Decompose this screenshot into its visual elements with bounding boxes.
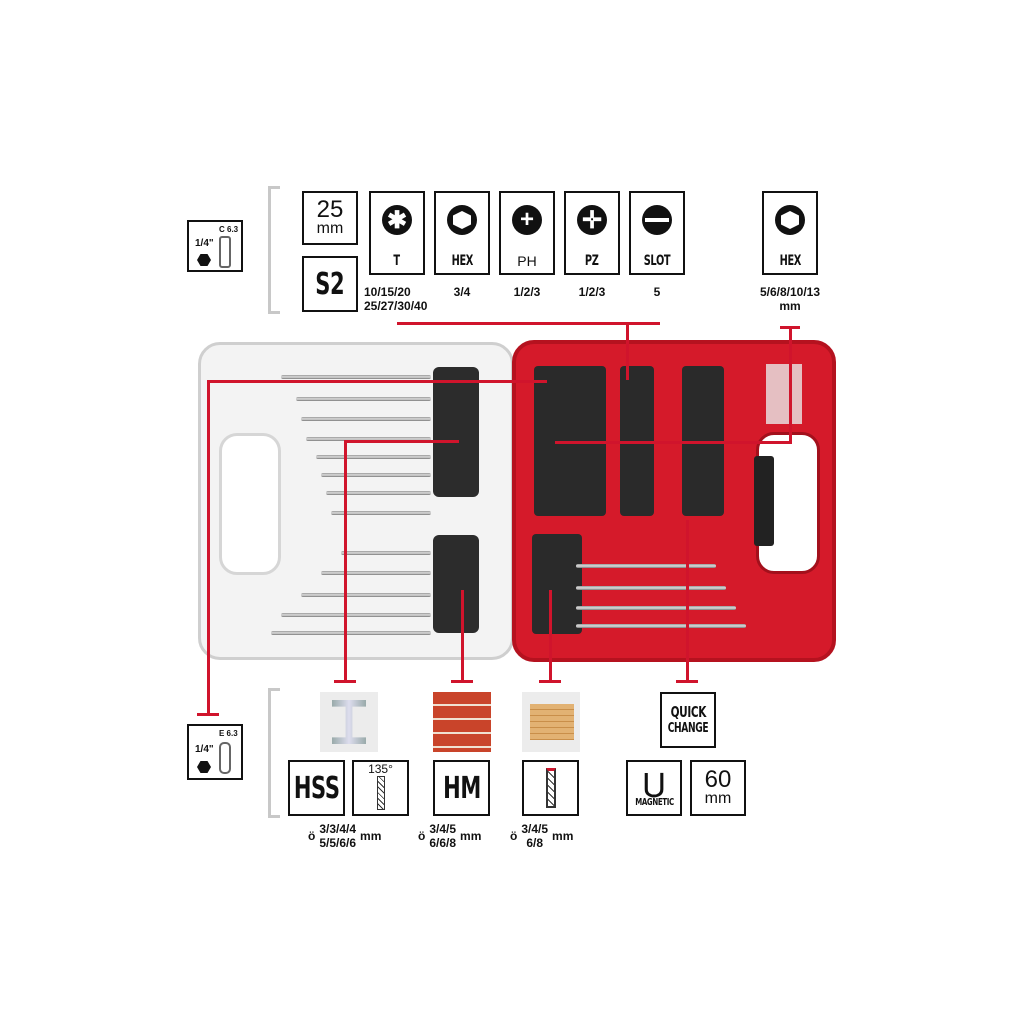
steel-beam-image [320, 692, 378, 752]
hss-badge: HSS [288, 760, 345, 816]
shank-e63-badge: E 6.3 1/4" [187, 724, 243, 780]
slot-icon [642, 205, 672, 235]
wood-image [522, 692, 580, 752]
phillips-icon: + [512, 205, 542, 235]
bracket [268, 186, 280, 314]
shank-c63-badge: C 6.3 1/4" [187, 220, 243, 272]
change-label: CHANGE [667, 721, 709, 736]
bit-ph-badge: + PH [499, 191, 555, 275]
clear-case-lid [198, 342, 514, 660]
shank-type: E 6.3 [219, 729, 238, 738]
quick-label: QUICK [670, 703, 706, 721]
ph-sizes: 1/2/3 [513, 285, 541, 299]
pozidriv-icon: ✛ [577, 205, 607, 235]
bit-name: PZ [585, 253, 599, 269]
wood-drill-badge [522, 760, 579, 816]
material-badge: S2 [302, 256, 358, 312]
magnetic-badge: ⋃MAGNETIC [626, 760, 682, 816]
shank-type: C 6.3 [219, 225, 239, 234]
bit-slot-badge: SLOT [629, 191, 685, 275]
callout-line [397, 322, 660, 325]
hss-label: HSS [293, 770, 340, 806]
hm-label: HM [442, 770, 481, 806]
bit-name: PH [517, 253, 537, 269]
angle-badge: 135° [352, 760, 409, 816]
hex-nut-icon [775, 205, 805, 235]
bit-holder [433, 367, 479, 497]
shank-size: 1/4" [195, 744, 214, 755]
hex-icon [447, 205, 477, 235]
hex-sizes: 3/4 [453, 285, 471, 299]
angle-label: 135° [368, 762, 393, 776]
bit-name: HEX [451, 253, 473, 269]
material-label: S2 [315, 266, 345, 302]
magnetic-label: MAGNETIC [634, 796, 674, 808]
bit-shank-icon [219, 742, 231, 774]
hex-shank-icon [197, 254, 211, 266]
bit-t-badge: ✱ T [369, 191, 425, 275]
bit-holder [433, 535, 479, 633]
holder-length-unit: mm [704, 790, 732, 807]
length-unit: mm [316, 220, 344, 237]
holder-length-value: 60 [704, 766, 732, 793]
shank-size: 1/4" [195, 238, 214, 249]
length-badge: 25 mm [302, 191, 358, 245]
pz-sizes: 1/2/3 [578, 285, 606, 299]
red-case-tray [512, 340, 836, 662]
hex-shank-icon [197, 761, 211, 773]
slot-sizes: 5 [653, 285, 661, 299]
nut-name: HEX [779, 253, 801, 269]
hm-badge: HM [433, 760, 490, 816]
bit-shank-icon [219, 236, 231, 268]
bit-name: T [393, 253, 401, 269]
length-value: 25 [316, 196, 344, 223]
bit-pz-badge: ✛ PZ [564, 191, 620, 275]
bracket [268, 688, 280, 818]
drill-holder [532, 534, 582, 634]
drill-tip-icon [376, 776, 385, 810]
magnet-icon: ⋃ [643, 767, 665, 798]
brick-image [433, 692, 491, 752]
torx-icon: ✱ [382, 205, 412, 235]
bit-name: SLOT [643, 253, 671, 269]
bit-hex-badge: HEX [434, 191, 490, 275]
quick-change-holder [754, 456, 774, 546]
wood-drill-icon [545, 768, 556, 808]
nut-hex-badge: HEX [762, 191, 818, 275]
